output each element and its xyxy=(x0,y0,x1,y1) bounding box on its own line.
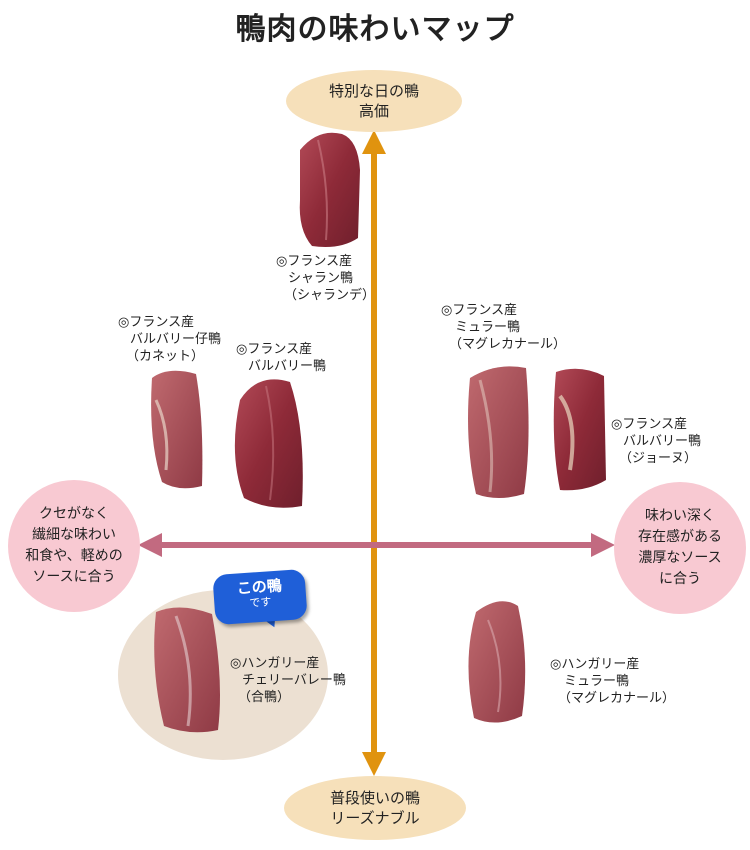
product-label-line: チェリーバレー鴨 xyxy=(242,673,346,688)
axis-top-label: 特別な日の鴨 高価 xyxy=(286,70,462,132)
product-label-canette: ◎フランス産 バルバリー仔鴨 （カネット） xyxy=(118,314,221,365)
meat-image-moulard-hungary xyxy=(468,601,526,723)
axis-bottom-line-2: リーズナブル xyxy=(330,809,420,827)
product-label-moulard-france: ◎フランス産 ミュラー鴨 （マグレカナール） xyxy=(441,302,566,353)
meat-image-challans xyxy=(299,132,360,247)
axis-bottom-line-1: 普段使いの鴨 xyxy=(329,789,420,807)
axis-left-line-4: ソースに合う xyxy=(32,569,116,585)
product-label-line: （マグレカナール） xyxy=(558,691,676,706)
axis-right-line-4: に合う xyxy=(659,571,701,587)
axis-left-line-2: 繊細な味わい xyxy=(32,527,116,543)
axis-right-line-1: 味わい深く xyxy=(645,508,715,524)
axis-left-line-3: 和食や、軽めの xyxy=(25,548,123,564)
product-label-line: ◎ハンガリー産 xyxy=(230,656,320,671)
product-label-line: ミュラー鴨 xyxy=(564,674,630,689)
product-label-moulard-hungary: ◎ハンガリー産 ミュラー鴨 （マグレカナール） xyxy=(550,656,675,707)
callout-bubble: この鴨 です xyxy=(212,568,308,626)
product-label-barbary-jaune: ◎フランス産 バルバリー鴨 （ジョーヌ） xyxy=(611,416,701,467)
meat-image-cherry-valley xyxy=(154,607,220,733)
product-label-line: （合鴨） xyxy=(238,690,291,705)
product-label-line: ◎フランス産 xyxy=(611,417,688,432)
axis-right-line-2: 存在感がある xyxy=(638,529,722,545)
product-label-line: ◎ハンガリー産 xyxy=(550,657,640,672)
product-label-line: バルバリー鴨 xyxy=(248,359,327,374)
product-label-line: バルバリー鴨 xyxy=(623,434,702,449)
product-label-line: ◎フランス産 xyxy=(276,254,353,269)
axis-right-label: 味わい深く 存在感がある 濃厚なソース に合う xyxy=(614,482,746,614)
product-label-line: （マグレカナール） xyxy=(449,337,567,352)
product-label-line: （シャランデ） xyxy=(284,288,376,303)
axis-left-label: クセがなく 繊細な味わい 和食や、軽めの ソースに合う xyxy=(8,480,140,612)
product-label-barbary: ◎フランス産 バルバリー鴨 xyxy=(236,341,326,375)
product-label-line: ミュラー鴨 xyxy=(455,320,521,335)
product-label-line: （ジョーヌ） xyxy=(619,451,698,466)
axis-top-line-2: 高価 xyxy=(358,102,389,120)
axis-left-line-1: クセがなく xyxy=(39,506,109,522)
meat-image-barbary xyxy=(234,379,303,508)
axis-bottom-label: 普段使いの鴨 リーズナブル xyxy=(284,776,466,840)
meat-image-barbary-jaune xyxy=(553,368,606,491)
meat-image-canette xyxy=(151,370,203,489)
product-label-line: シャラン鴨 xyxy=(288,271,354,286)
meat-image-moulard-france xyxy=(468,366,529,498)
page-title: 鴨肉の味わいマップ xyxy=(235,12,515,47)
product-label-challans: ◎フランス産 シャラン鴨 （シャランデ） xyxy=(276,253,375,304)
product-label-line: ◎フランス産 xyxy=(236,342,313,357)
product-label-line: ◎フランス産 xyxy=(441,303,518,318)
axis-right-line-3: 濃厚なソース xyxy=(638,550,722,566)
product-label-cherry-valley: ◎ハンガリー産 チェリーバレー鴨 （合鴨） xyxy=(230,655,346,706)
product-label-line: ◎フランス産 xyxy=(118,315,195,330)
product-label-line: （カネット） xyxy=(126,349,205,364)
product-label-line: バルバリー仔鴨 xyxy=(130,332,222,347)
axis-top-line-1: 特別な日の鴨 xyxy=(328,82,419,100)
